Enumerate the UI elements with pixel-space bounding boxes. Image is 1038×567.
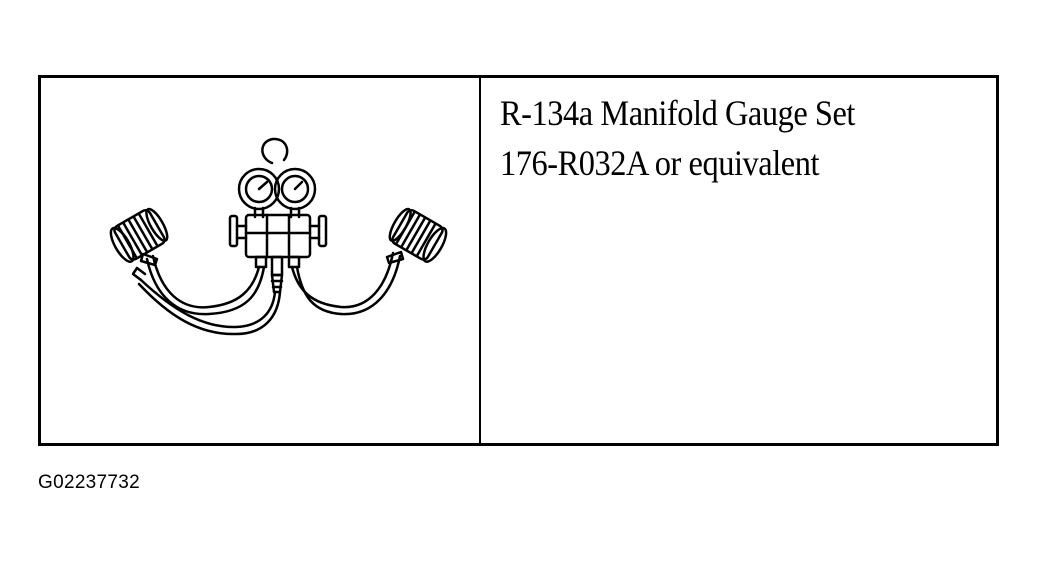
tool-name: R-134a Manifold Gauge Set — [500, 93, 855, 133]
manifold-gauge-set-icon — [109, 137, 448, 336]
tool-part-number: 176-R032A or equivalent — [500, 143, 820, 183]
figure-id: G02237732 — [38, 472, 141, 493]
tool-description-cell: R-134a Manifold Gauge Set 176-R032A or e… — [481, 78, 996, 443]
tool-illustration-cell — [41, 78, 481, 443]
tool-table: R-134a Manifold Gauge Set 176-R032A or e… — [38, 75, 999, 446]
